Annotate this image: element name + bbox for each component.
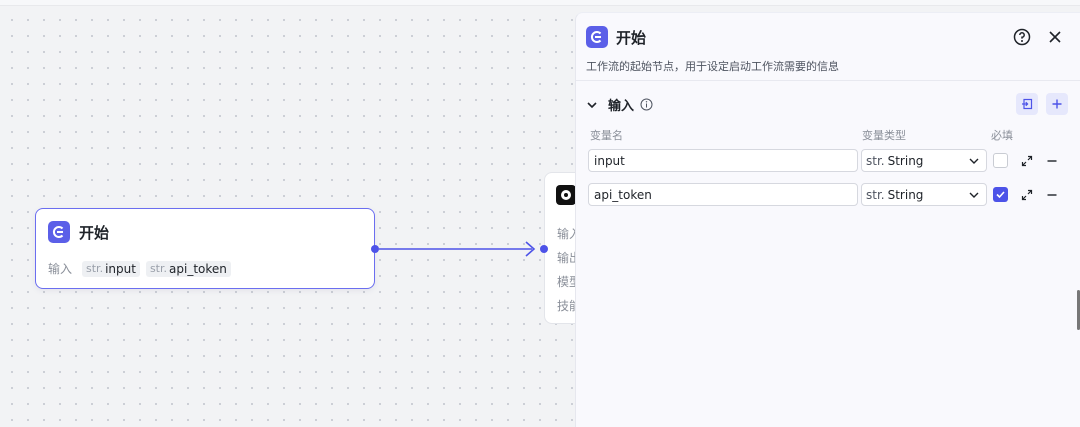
panel-description: 工作流的起始节点，用于设定启动工作流需要的信息 [586,60,839,73]
var-chip-name: api_token [169,261,227,276]
start-node-output-port[interactable] [371,245,379,253]
start-node-title: 开始 [79,223,110,242]
input-section-header[interactable]: 输入 [586,95,653,114]
import-button[interactable] [1016,93,1038,115]
llm-node-icon [556,185,576,205]
var-type-select[interactable]: str. String [861,149,987,172]
var-chip-input: str. input [82,260,140,277]
var-type-prefix: str. [866,153,885,168]
col-header-required: 必填 [991,129,1013,142]
llm-node-input-port[interactable] [540,245,548,253]
var-type-value: String [887,187,924,202]
check-icon [996,191,1005,199]
input-section-title: 输入 [608,99,635,114]
col-header-type: 变量类型 [862,129,906,142]
remove-icon[interactable] [1046,155,1058,167]
help-icon[interactable] [1013,28,1031,46]
chevron-down-icon[interactable] [586,99,598,111]
var-type-prefix: str. [866,187,885,202]
start-node[interactable]: 开始 输入 str. input str. api_token [35,208,375,289]
expand-icon[interactable] [1021,189,1033,201]
add-variable-button[interactable] [1046,93,1068,115]
var-name-input[interactable] [588,149,858,172]
var-type-value: String [887,153,924,168]
start-node-inputs: 输入 str. input str. api_token [48,260,231,277]
plus-icon [1052,99,1062,109]
node-config-panel: 开始 工作流的起始节点，用于设定启动工作流需要的信息 输入 变量名 变量类型 必… [575,12,1080,427]
close-icon[interactable] [1046,28,1064,46]
panel-node-icon [586,26,608,48]
var-chip-type: str. [149,262,168,275]
import-icon [1022,98,1033,110]
chevron-down-icon [969,192,979,198]
var-type-select[interactable]: str. String [861,183,987,206]
panel-title: 开始 [616,29,647,47]
var-chip-name: input [105,261,136,276]
panel-header: 开始 工作流的起始节点，用于设定启动工作流需要的信息 [576,13,1080,81]
var-chip-type: str. [86,262,104,275]
panel-scrollbar[interactable] [1077,290,1080,330]
start-node-input-label: 输入 [48,262,73,276]
expand-icon[interactable] [1021,155,1033,167]
required-checkbox-checked[interactable] [993,187,1008,202]
col-header-name: 变量名 [590,129,623,142]
start-node-icon [48,221,70,243]
top-toolbar-strip [0,0,1080,6]
var-chip-api-token: str. api_token [145,260,231,277]
remove-icon[interactable] [1046,189,1058,201]
required-checkbox[interactable] [993,153,1008,168]
chevron-down-icon [969,158,979,164]
edge-arrow-icon [525,241,536,257]
info-icon[interactable] [640,98,653,111]
var-name-input[interactable] [588,183,858,206]
